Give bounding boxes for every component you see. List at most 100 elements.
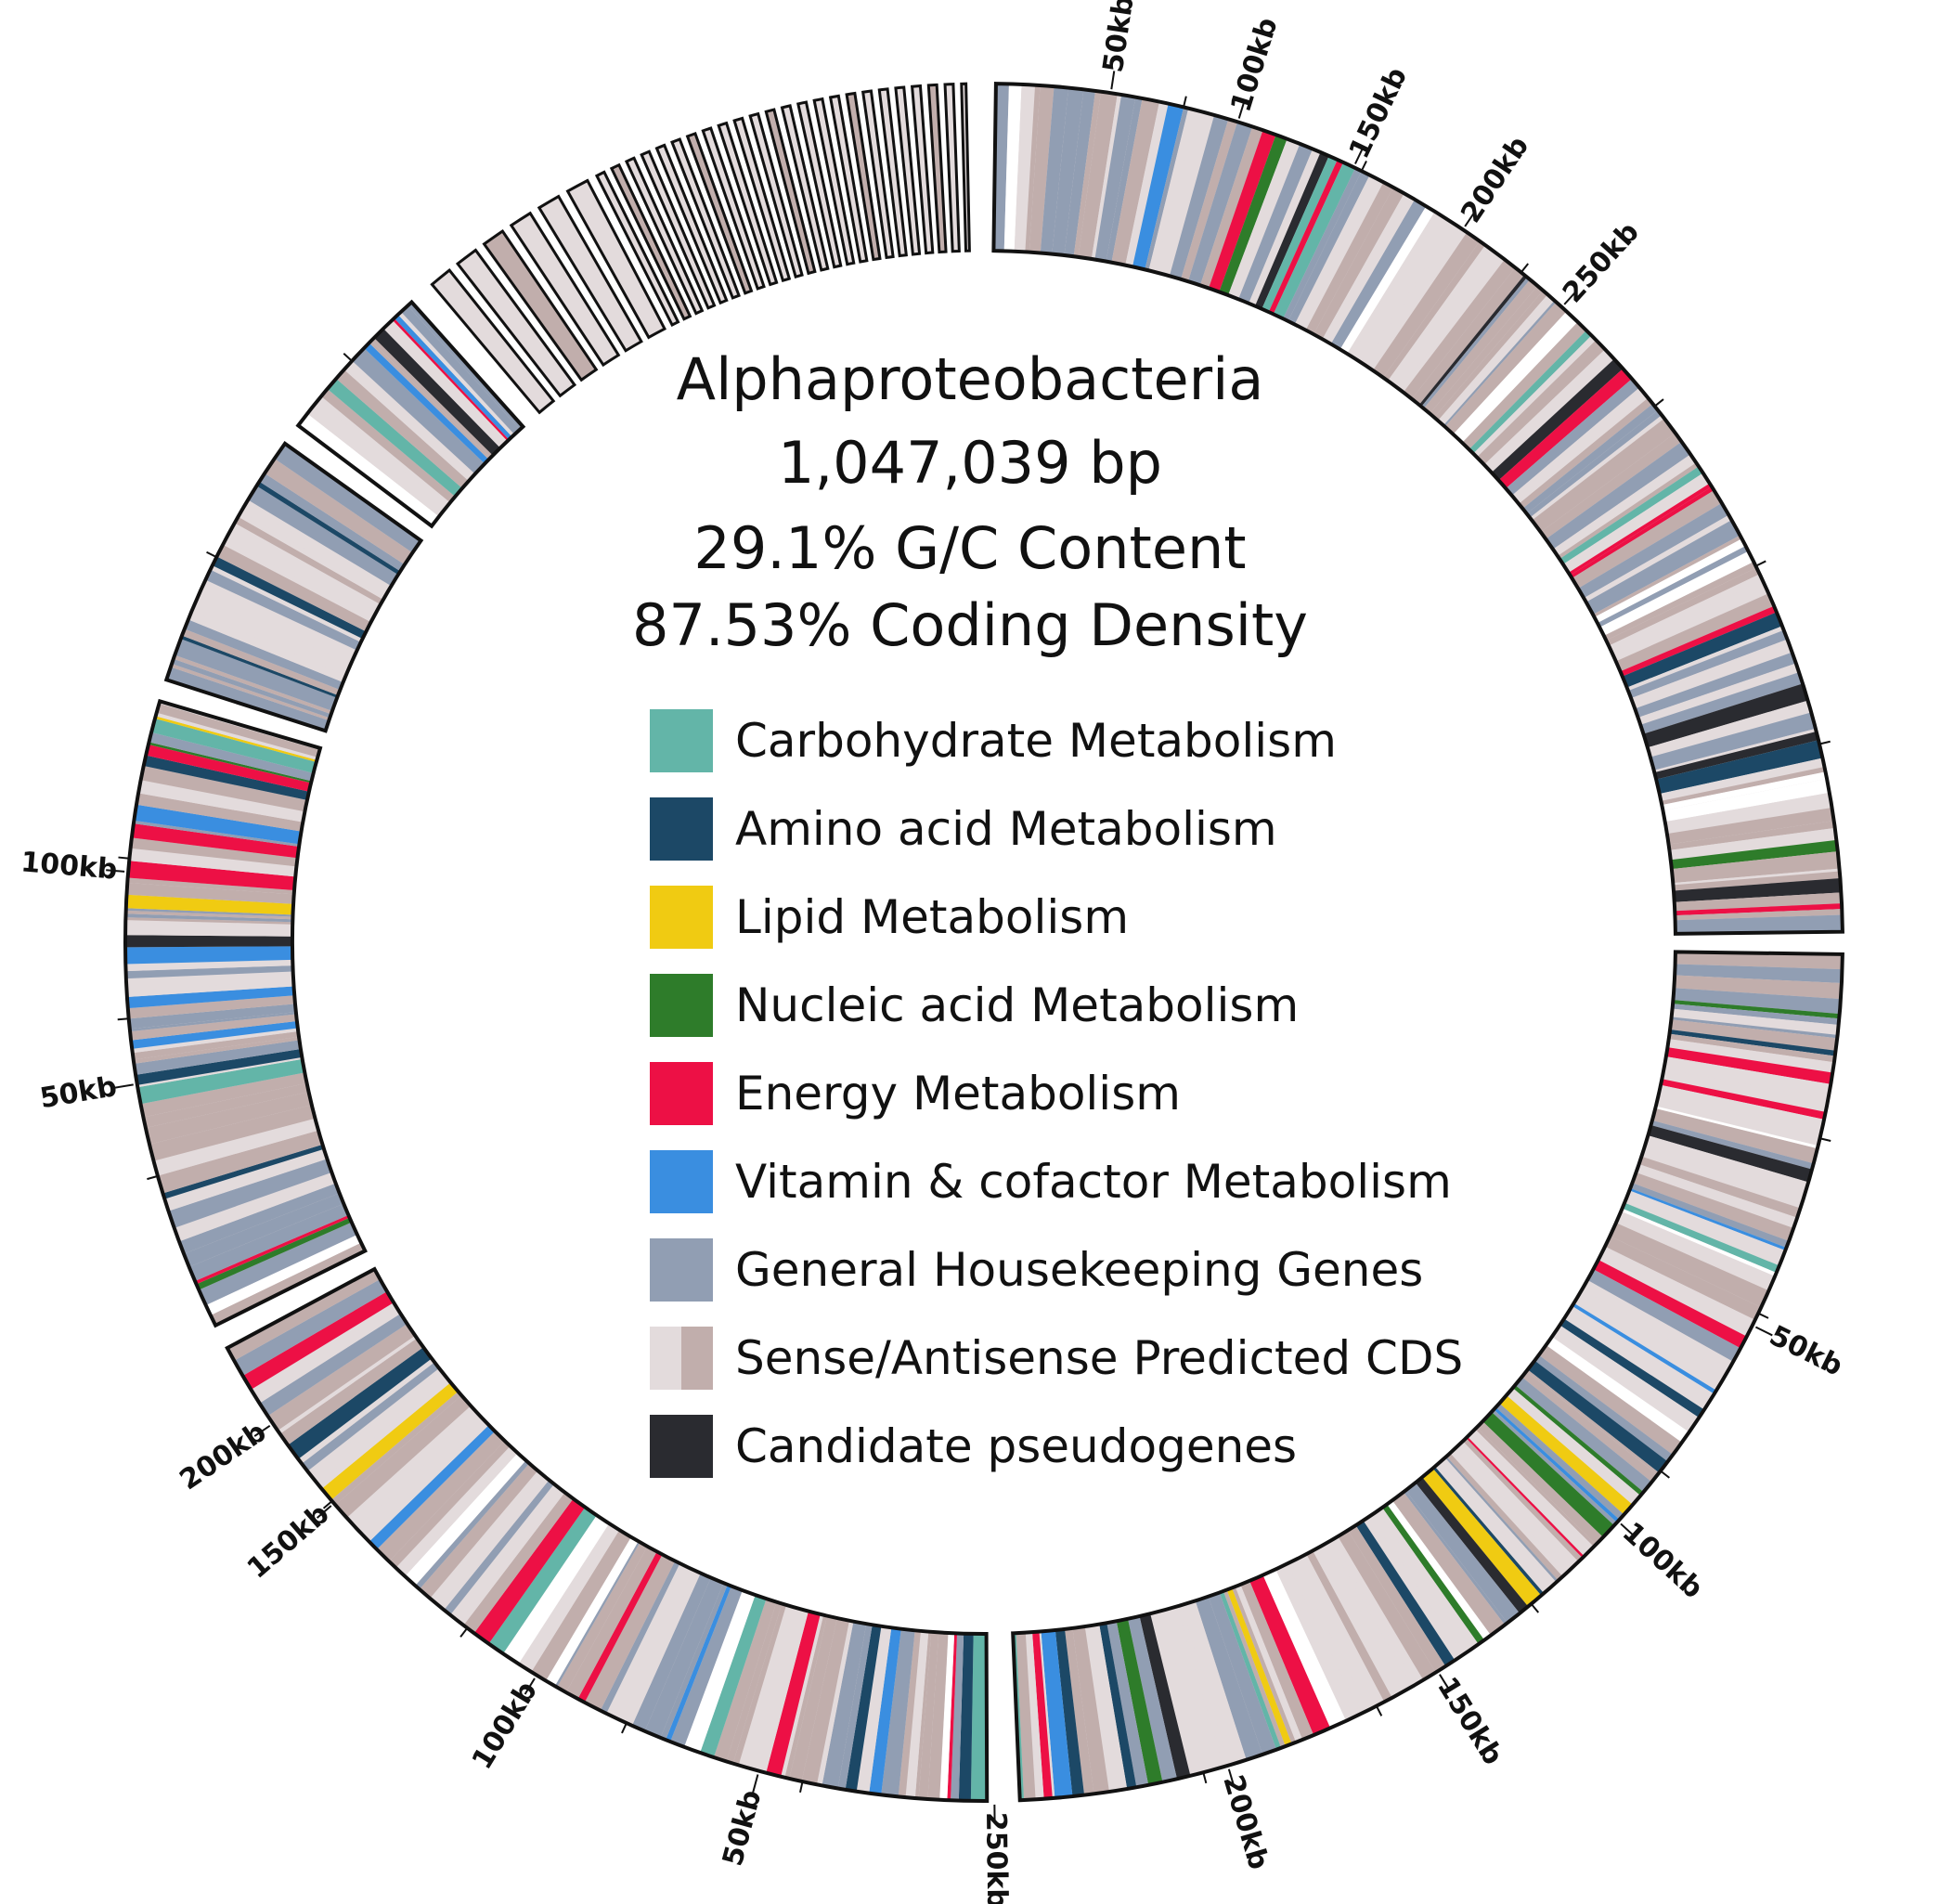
gene-band <box>149 1105 316 1161</box>
gene-band <box>1557 462 1699 560</box>
gene-band <box>1446 1453 1563 1581</box>
gene-band <box>125 917 293 925</box>
gene-band <box>1039 1631 1055 1799</box>
gene-band <box>1615 593 1775 672</box>
gene-band <box>837 1624 873 1790</box>
gene-band <box>376 1431 505 1561</box>
gene-band <box>1262 1569 1347 1729</box>
gene-band <box>546 1536 639 1687</box>
gene-band <box>164 1148 328 1211</box>
contig-fragment <box>594 170 680 328</box>
gene-band <box>216 544 371 632</box>
gene-band <box>248 486 398 587</box>
gene-band <box>1125 101 1169 267</box>
gene-band <box>958 1633 974 1801</box>
gene-band <box>1150 1611 1205 1776</box>
gene-band <box>1673 988 1841 1015</box>
gene-band <box>1675 903 1843 916</box>
gene-band <box>1438 294 1555 426</box>
gene-band <box>1553 454 1697 556</box>
gene-band <box>1606 567 1760 646</box>
gene-band <box>1391 1492 1506 1636</box>
gene-band <box>1662 1069 1829 1112</box>
gene-band <box>1630 1183 1790 1248</box>
gene-band <box>130 837 298 867</box>
gene-band <box>405 1453 526 1586</box>
vitamin-swatch <box>650 1149 713 1213</box>
gene-band <box>1603 562 1757 641</box>
gene-band <box>307 400 447 517</box>
gene-band <box>1655 1106 1818 1149</box>
gene-band <box>245 499 392 590</box>
contig-outline <box>1011 950 1844 1803</box>
gene-band <box>191 596 352 676</box>
contig-outline <box>123 698 368 1328</box>
gene-band <box>198 579 357 664</box>
gene-band <box>1621 1208 1777 1276</box>
gene-band <box>1423 279 1538 414</box>
gene-band <box>531 1530 631 1681</box>
gene-band <box>1582 1279 1734 1374</box>
gene-band <box>356 1414 489 1542</box>
gene-band <box>1453 1441 1579 1574</box>
gene-band <box>1422 1468 1542 1607</box>
gene-band <box>1672 1004 1840 1025</box>
gene-band <box>149 732 314 782</box>
legend-label: Carbohydrate Metabolism <box>735 713 1337 768</box>
gene-band <box>349 1408 479 1529</box>
gene-band <box>170 663 330 721</box>
gene-band <box>1515 1377 1652 1493</box>
gene-band <box>1675 909 1843 921</box>
gene-band <box>1443 300 1557 427</box>
gene-band <box>309 1370 447 1484</box>
scale-tick <box>147 1174 159 1181</box>
gene-band <box>132 1028 299 1054</box>
gene-band <box>146 744 312 792</box>
gene-band <box>1546 1337 1689 1443</box>
gene-band <box>143 755 309 800</box>
legend-item-predicted-cds: Sense/Antisense Predicted CDS <box>650 1314 1463 1402</box>
gene-band <box>1671 1017 1838 1039</box>
gene-band <box>1405 1483 1520 1624</box>
gene-band <box>1584 514 1732 602</box>
scale-label: 100kb <box>19 846 119 886</box>
gene-band <box>1411 267 1525 406</box>
gene-band <box>1559 466 1703 564</box>
gene-band <box>1240 1580 1314 1740</box>
amino-acid-swatch <box>650 797 713 861</box>
gene-band <box>1055 1628 1085 1797</box>
scale-label-tick <box>1227 1768 1236 1788</box>
contig-fragment <box>717 121 779 287</box>
gene-band <box>914 1631 932 1799</box>
gene-band <box>126 980 294 998</box>
gene-band <box>196 1217 352 1290</box>
gene-band <box>993 84 1009 252</box>
gene-band <box>1238 143 1313 304</box>
gene-band <box>352 347 485 474</box>
legend-item-vitamin: Vitamin & cofactor Metabolism <box>650 1137 1463 1225</box>
gene-band <box>1620 605 1777 677</box>
gene-band <box>1668 1033 1835 1063</box>
gene-band <box>732 1603 787 1766</box>
gene-band <box>369 1425 496 1550</box>
gene-band <box>1563 1305 1715 1410</box>
gene-band <box>1551 1325 1700 1432</box>
gene-band <box>172 658 331 719</box>
contig-fragment <box>732 116 792 283</box>
gene-band <box>392 317 510 442</box>
gene-band <box>1658 1084 1825 1132</box>
gene-band <box>1669 827 1837 861</box>
coding-density: 87.53% Coding Density <box>632 591 1308 659</box>
gene-band <box>1181 119 1238 282</box>
gene-band <box>125 946 293 965</box>
contig-fragment <box>701 126 766 291</box>
gene-band <box>1651 1108 1818 1164</box>
gene-band <box>278 1335 418 1434</box>
gene-band <box>125 935 293 948</box>
gene-band <box>188 611 346 683</box>
gene-band <box>1187 122 1253 286</box>
scale-tick <box>1530 1603 1540 1613</box>
scale-tick <box>1818 740 1831 745</box>
gene-band <box>626 1571 701 1726</box>
gene-band <box>1671 851 1840 884</box>
